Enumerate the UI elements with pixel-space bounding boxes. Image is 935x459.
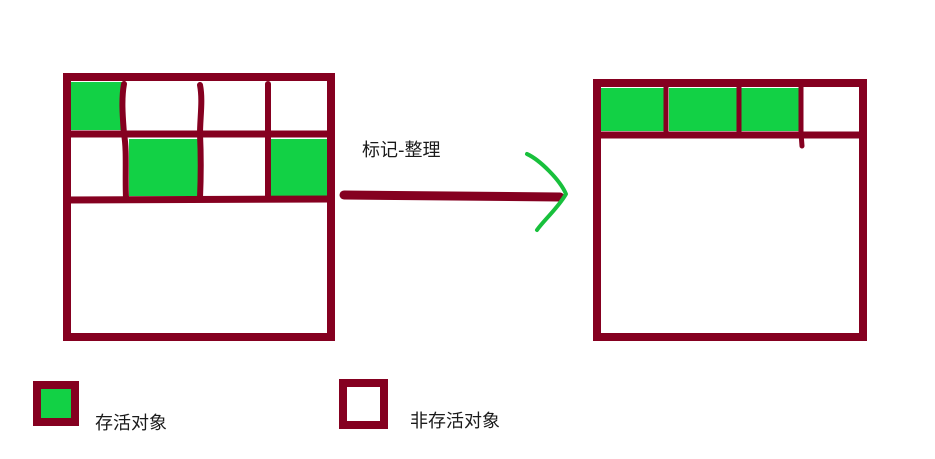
memory-before [63,73,335,341]
legend-live-swatch [33,381,79,426]
after-cell-r1-c3 [741,88,799,131]
before-outer-border [63,73,335,341]
after-cell-r1-c2 [669,88,737,131]
legend-dead-swatch [339,379,388,429]
before-cell-r2-c3 [203,139,266,196]
before-cell-r1-c4 [270,82,326,130]
legend-dead-label: 非存活对象 [410,411,500,432]
before-col-separator-2 [196,82,205,201]
compaction-arrow [339,152,568,232]
arrow-shaft [339,190,565,202]
before-cell-r2-c2 [129,139,199,196]
after-col-separator-3 [798,83,805,149]
after-cell-r1-c1 [601,88,665,131]
memory-after [593,79,867,341]
before-cell-r1-c2 [126,82,198,130]
before-cell-r1-c3 [202,82,266,130]
before-cell-r2-c4 [271,139,327,196]
arrow-head [525,152,568,232]
after-outer-border [593,79,867,341]
after-cell-r1-c4 [803,88,859,131]
legend-live-label: 存活对象 [95,413,167,434]
before-cell-r1-c1 [71,82,122,130]
before-cell-r2-c1 [71,139,123,196]
legend [33,379,388,429]
before-col-separator-1 [119,81,129,201]
arrow-label: 标记-整理 [362,140,441,161]
